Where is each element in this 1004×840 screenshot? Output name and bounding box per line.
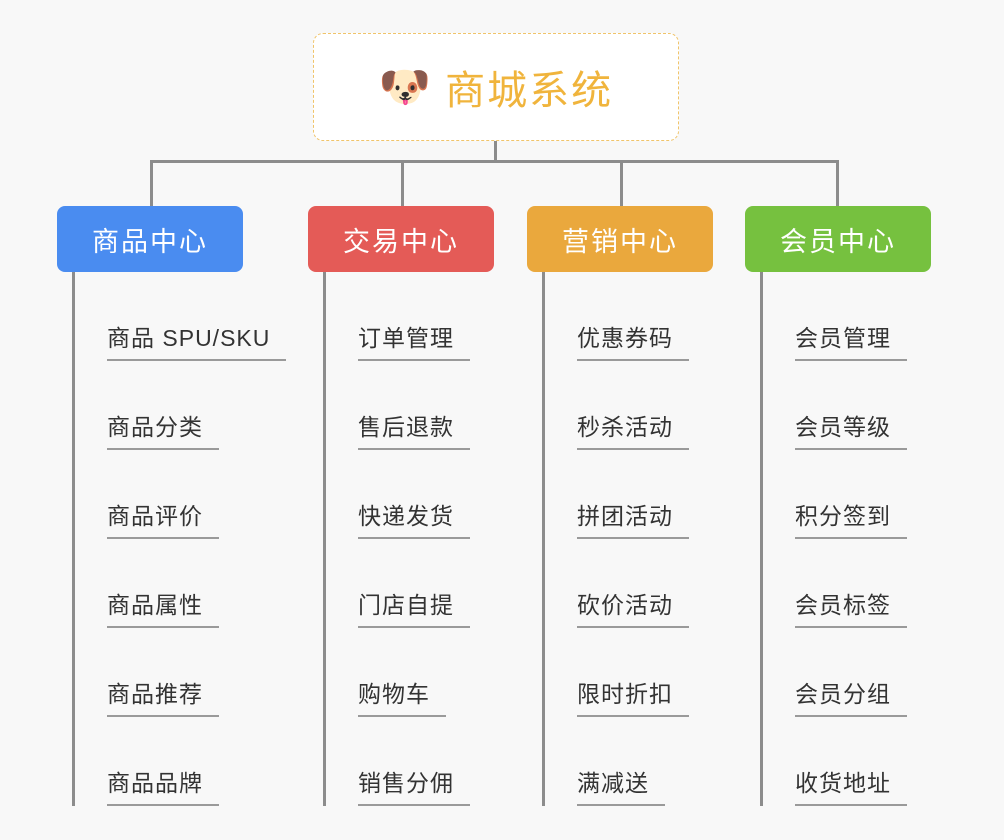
category-header-product-center[interactable]: 商品中心 [57, 206, 243, 272]
leaf-label: 商品品牌 [107, 764, 219, 806]
column-marketing-center: 营销中心 优惠券码 秒杀活动 拼团活动 砍价活动 限时折扣 满减送 [527, 206, 713, 806]
leaf-label: 限时折扣 [577, 675, 689, 717]
list-item[interactable]: 商品推荐 [75, 628, 243, 717]
category-title: 营销中心 [562, 226, 678, 257]
list-item[interactable]: 商品分类 [75, 361, 243, 450]
leaf-label: 满减送 [577, 764, 665, 806]
root-node[interactable]: 🐶 商城系统 [313, 33, 679, 141]
leaf-label: 商品属性 [107, 586, 219, 628]
leaf-list-marketing-center: 优惠券码 秒杀活动 拼团活动 砍价活动 限时折扣 满减送 [542, 272, 713, 806]
category-title: 商品中心 [92, 226, 208, 257]
list-item[interactable]: 拼团活动 [545, 450, 713, 539]
connector-drop-3 [620, 160, 623, 206]
list-item[interactable]: 秒杀活动 [545, 361, 713, 450]
leaf-label: 优惠券码 [577, 319, 689, 361]
connector-horizontal-bus [150, 160, 839, 163]
leaf-list-product-center: 商品 SPU/SKU 商品分类 商品评价 商品属性 商品推荐 商品品牌 [72, 272, 287, 806]
leaf-label: 售后退款 [358, 408, 470, 450]
leaf-label: 会员管理 [795, 319, 907, 361]
leaf-label: 商品分类 [107, 408, 219, 450]
leaf-label: 秒杀活动 [577, 408, 689, 450]
list-item[interactable]: 商品评价 [75, 450, 243, 539]
column-member-center: 会员中心 会员管理 会员等级 积分签到 会员标签 会员分组 收货地址 [745, 206, 931, 806]
list-item[interactable]: 商品品牌 [75, 717, 243, 806]
list-item[interactable]: 商品属性 [75, 539, 243, 628]
list-item[interactable]: 销售分佣 [326, 717, 494, 806]
leaf-label: 收货地址 [795, 764, 907, 806]
list-item[interactable]: 门店自提 [326, 539, 494, 628]
list-item[interactable]: 收货地址 [763, 717, 931, 806]
leaf-label: 商品推荐 [107, 675, 219, 717]
leaf-label: 砍价活动 [577, 586, 689, 628]
leaf-label: 商品 SPU/SKU [107, 319, 287, 361]
leaf-label: 销售分佣 [358, 764, 470, 806]
root-title: 商城系统 [445, 69, 614, 113]
leaf-label: 积分签到 [795, 497, 907, 539]
column-trade-center: 交易中心 订单管理 售后退款 快递发货 门店自提 购物车 销售分佣 [308, 206, 494, 806]
list-item[interactable]: 会员标签 [763, 539, 931, 628]
list-item[interactable]: 商品 SPU/SKU [75, 272, 287, 361]
leaf-label: 拼团活动 [577, 497, 689, 539]
leaf-list-trade-center: 订单管理 售后退款 快递发货 门店自提 购物车 销售分佣 [323, 272, 494, 806]
list-item[interactable]: 会员等级 [763, 361, 931, 450]
list-item[interactable]: 购物车 [326, 628, 494, 717]
list-item[interactable]: 砍价活动 [545, 539, 713, 628]
leaf-label: 购物车 [358, 675, 446, 717]
list-item[interactable]: 订单管理 [326, 272, 494, 361]
leaf-label: 快递发货 [358, 497, 470, 539]
connector-root-stem [494, 141, 497, 161]
leaf-label: 门店自提 [358, 586, 470, 628]
list-item[interactable]: 会员管理 [763, 272, 931, 361]
list-item[interactable]: 会员分组 [763, 628, 931, 717]
list-item[interactable]: 满减送 [545, 717, 713, 806]
leaf-label: 会员标签 [795, 586, 907, 628]
leaf-label: 会员分组 [795, 675, 907, 717]
leaf-list-member-center: 会员管理 会员等级 积分签到 会员标签 会员分组 收货地址 [760, 272, 931, 806]
category-header-member-center[interactable]: 会员中心 [745, 206, 931, 272]
category-title: 会员中心 [780, 226, 896, 257]
leaf-label: 商品评价 [107, 497, 219, 539]
list-item[interactable]: 售后退款 [326, 361, 494, 450]
list-item[interactable]: 限时折扣 [545, 628, 713, 717]
leaf-label: 订单管理 [358, 319, 470, 361]
category-header-trade-center[interactable]: 交易中心 [308, 206, 494, 272]
category-title: 交易中心 [343, 226, 459, 257]
list-item[interactable]: 优惠券码 [545, 272, 713, 361]
leaf-label: 会员等级 [795, 408, 907, 450]
connector-drop-2 [401, 160, 404, 206]
shiba-dog-face-icon: 🐶 [378, 63, 432, 110]
connector-drop-4 [836, 160, 839, 206]
list-item[interactable]: 快递发货 [326, 450, 494, 539]
category-header-marketing-center[interactable]: 营销中心 [527, 206, 713, 272]
connector-drop-1 [150, 160, 153, 206]
list-item[interactable]: 积分签到 [763, 450, 931, 539]
column-product-center: 商品中心 商品 SPU/SKU 商品分类 商品评价 商品属性 商品推荐 商品品牌 [57, 206, 287, 806]
